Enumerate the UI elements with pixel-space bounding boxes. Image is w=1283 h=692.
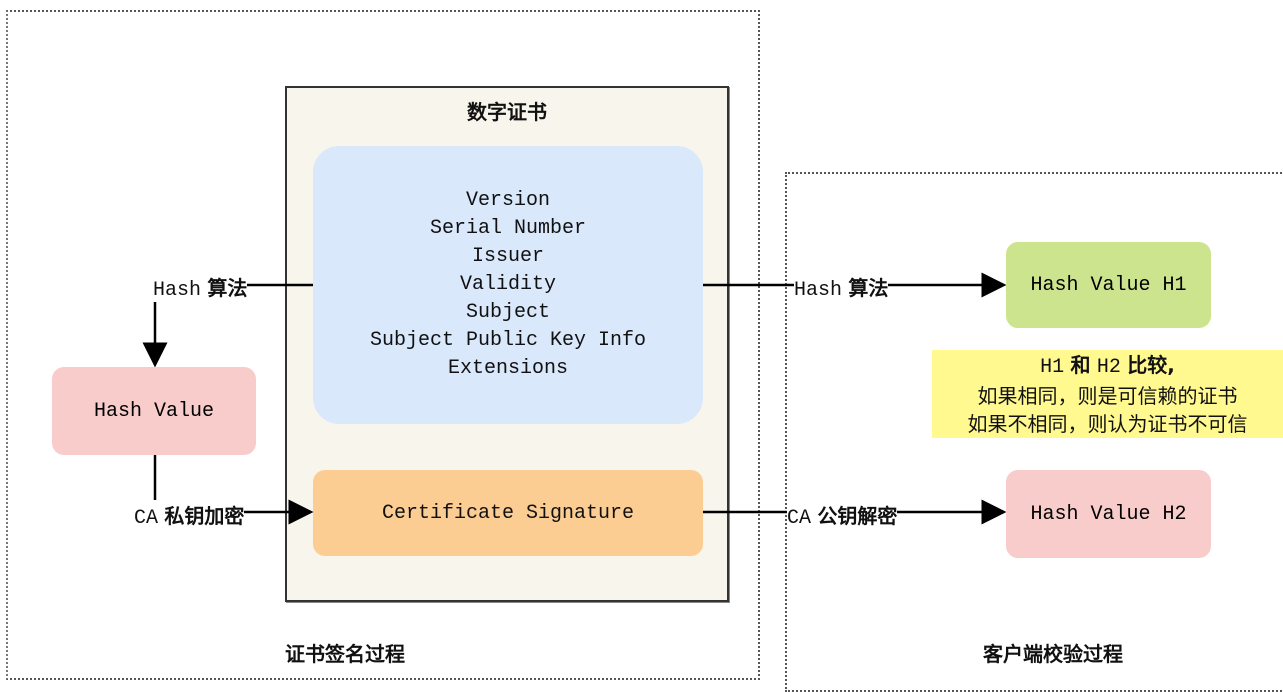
field-extensions: Extensions bbox=[447, 357, 569, 380]
hash-algorithm-label-right: Hash 算法 bbox=[794, 272, 889, 302]
verification-caption: 客户端校验过程 bbox=[983, 642, 1123, 666]
hash-value-h1-box: Hash Value H1 bbox=[1006, 242, 1211, 328]
field-serial-number: Serial Number bbox=[429, 217, 587, 240]
note-line-2: 如果相同，则是可信赖的证书 bbox=[977, 383, 1238, 408]
note-line-3: 如果不相同，则认为证书不可信 bbox=[967, 411, 1248, 436]
hash-value-h2-box: Hash Value H2 bbox=[1006, 470, 1211, 558]
hash-value-box: Hash Value bbox=[52, 367, 256, 455]
hash-algorithm-label-left: Hash 算法 bbox=[153, 272, 248, 302]
field-validity: Validity bbox=[459, 273, 556, 296]
ca-private-key-label: CA 私钥加密 bbox=[134, 500, 245, 530]
ca-public-key-label: CA 公钥解密 bbox=[787, 500, 898, 530]
field-subject: Subject bbox=[465, 301, 550, 324]
certificate-signature-box: Certificate Signature bbox=[313, 470, 703, 556]
certificate-fields-box: Version Serial Number Issuer Validity Su… bbox=[313, 146, 703, 424]
field-issuer: Issuer bbox=[471, 245, 544, 268]
certificate-title: 数字证书 bbox=[467, 100, 547, 124]
note-line-1: H1 和 H2 比较, bbox=[1040, 352, 1175, 379]
field-version: Version bbox=[465, 189, 550, 212]
field-subject-public-key-info: Subject Public Key Info bbox=[369, 329, 647, 352]
comparison-note: H1 和 H2 比较, 如果相同，则是可信赖的证书 如果不相同，则认为证书不可信 bbox=[932, 350, 1283, 438]
connector-lines bbox=[142, 272, 1007, 525]
signing-caption: 证书签名过程 bbox=[285, 642, 405, 666]
